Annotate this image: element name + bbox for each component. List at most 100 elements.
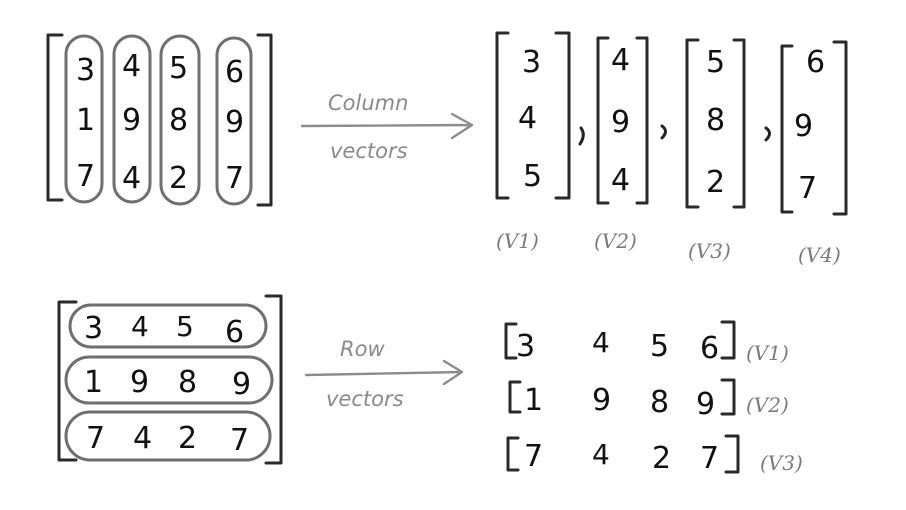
matrix-cell: 6 — [225, 55, 244, 90]
matrix-cell: 2 — [178, 421, 197, 456]
row-vector-v2: 1 9 8 9 (V2) — [508, 378, 789, 422]
vector-entry: 2 — [652, 441, 671, 476]
column-loop-2 — [112, 34, 152, 204]
row-loop-2 — [64, 355, 274, 405]
row-matrix: 3 4 5 6 1 9 8 9 7 4 2 7 — [57, 294, 283, 465]
row-vector-v1: 3 4 5 6 (V1) — [504, 320, 789, 366]
matrix-cell: 8 — [178, 365, 197, 400]
left-bracket — [495, 31, 510, 200]
right-bracket — [732, 38, 746, 209]
vector-entry: 9 — [611, 105, 630, 140]
right-bracket — [554, 31, 571, 200]
vector-entry: 4 — [611, 43, 630, 78]
vector-entry: 9 — [592, 383, 611, 418]
vector-entry: 5 — [706, 45, 725, 80]
vector-entry: 9 — [794, 109, 813, 144]
vector-entry: 7 — [700, 441, 719, 476]
matrix-cell: 9 — [232, 367, 251, 402]
vector-name: (V1) — [746, 341, 789, 365]
matrix-cell: 9 — [225, 105, 244, 140]
matrix-cell: 7 — [76, 159, 95, 194]
matrix-right-bracket — [256, 33, 273, 207]
column-vector-v1: 3 4 5 (V1) — [495, 31, 571, 253]
vector-entry: 5 — [650, 329, 669, 364]
matrix-cell: 2 — [169, 161, 188, 196]
matrix-cell: 1 — [84, 365, 103, 400]
comma-separator — [660, 124, 667, 140]
left-bracket — [506, 436, 520, 472]
matrix-cell: 4 — [131, 310, 149, 343]
vector-name: (V2) — [594, 229, 637, 253]
right-bracket — [720, 320, 736, 360]
arrow-label-vectors: vectors — [326, 387, 404, 411]
vector-entry: 7 — [798, 171, 817, 206]
left-bracket — [508, 380, 522, 414]
matrix-cell: 1 — [76, 103, 95, 138]
matrix-left-bracket — [57, 300, 78, 462]
comma-separator — [764, 126, 771, 142]
matrix-cell: 5 — [176, 310, 194, 343]
vector-entry: 6 — [806, 45, 825, 80]
comma-separator — [578, 126, 585, 146]
matrix-cell: 4 — [122, 161, 141, 196]
left-bracket — [685, 38, 700, 209]
right-bracket — [724, 434, 740, 474]
column-vector-v4: 6 9 7 (V4) — [780, 40, 848, 267]
vector-entry: 3 — [516, 329, 535, 364]
column-loop-3 — [159, 34, 201, 206]
vector-entry: 2 — [706, 165, 725, 200]
vector-entry: 1 — [524, 383, 543, 418]
left-bracket — [596, 36, 610, 205]
arrow-label-column: Column — [328, 91, 408, 115]
right-bracket — [832, 40, 848, 216]
matrix-cell: 3 — [76, 53, 95, 88]
arrow-right-icon — [304, 359, 464, 386]
row-vector-v3: 7 4 2 7 (V3) — [506, 434, 803, 476]
arrow-label-row: Row — [340, 337, 385, 361]
row-loop-1 — [68, 303, 268, 349]
column-arrow: Column vectors — [300, 91, 474, 163]
vector-name: (V3) — [760, 451, 803, 475]
vector-entry: 3 — [522, 45, 541, 80]
column-loop-1 — [64, 34, 104, 204]
right-bracket — [635, 36, 649, 205]
matrix-cell: 7 — [230, 423, 249, 458]
left-bracket — [780, 44, 794, 214]
vector-entry: 7 — [524, 439, 543, 474]
vector-name: (V2) — [746, 393, 789, 417]
vector-entry: 4 — [592, 438, 610, 471]
vector-entry: 4 — [592, 326, 610, 359]
matrix-cell: 4 — [122, 49, 141, 84]
matrix-right-bracket — [264, 294, 283, 465]
matrix-cell: 7 — [86, 421, 105, 456]
vector-name: (V4) — [798, 243, 841, 267]
matrix-cell: 5 — [169, 51, 188, 86]
matrix-cell: 8 — [169, 103, 188, 138]
vector-name: (V1) — [496, 229, 539, 253]
vector-entry: 6 — [700, 331, 719, 366]
left-bracket — [504, 322, 518, 360]
matrix-left-bracket — [46, 33, 64, 202]
row-arrow: Row vectors — [304, 337, 464, 411]
matrix-cell: 7 — [225, 161, 244, 196]
vector-entry: 5 — [523, 159, 542, 194]
vector-entry: 8 — [650, 385, 669, 420]
vector-entry: 4 — [518, 101, 537, 136]
column-matrix: 3 4 5 6 1 9 8 9 7 4 2 7 — [46, 33, 273, 207]
matrix-cell: 9 — [122, 103, 141, 138]
vector-entry: 8 — [706, 103, 725, 138]
vector-name: (V3) — [688, 239, 731, 263]
column-vector-v3: 5 8 2 (V3) — [685, 38, 746, 263]
column-loop-4 — [215, 36, 253, 206]
matrix-cell: 4 — [133, 421, 152, 456]
right-bracket — [720, 378, 736, 416]
vector-entry: 4 — [611, 163, 630, 198]
arrow-right-icon — [300, 112, 474, 140]
matrix-cell: 9 — [130, 365, 149, 400]
arrow-label-vectors: vectors — [330, 139, 408, 163]
row-loop-3 — [64, 410, 272, 462]
column-vector-v2: 4 9 4 (V2) — [594, 36, 649, 253]
matrix-cell: 6 — [225, 315, 244, 350]
matrix-cell: 3 — [84, 311, 103, 346]
